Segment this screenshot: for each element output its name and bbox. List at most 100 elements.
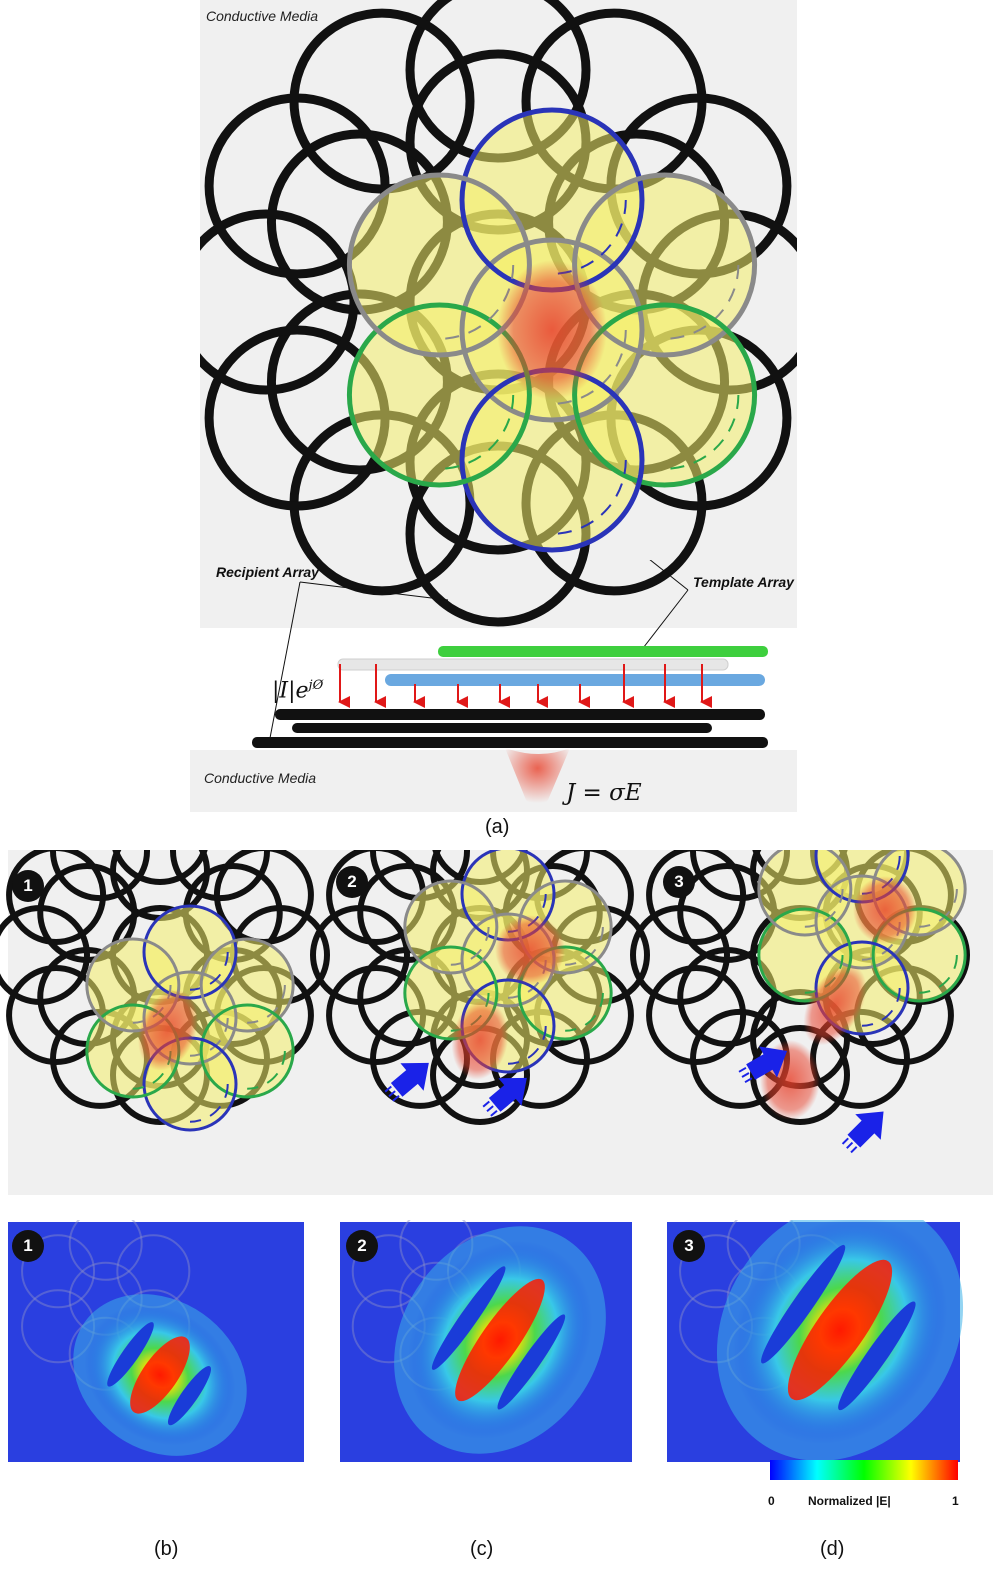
field-null-band: [431, 1266, 506, 1370]
ohms-law-equation: J = σE: [566, 780, 642, 806]
heatmap-coil-outline: [68, 1220, 143, 1281]
current-direction-arrow: [247, 1050, 286, 1090]
template-coil: [572, 302, 758, 488]
template-coil-fill: [349, 175, 530, 355]
caption-a: (a): [485, 816, 510, 838]
green-template-layer: [438, 646, 768, 657]
field-peak: [455, 1278, 545, 1402]
current-direction-arrow: [804, 888, 844, 928]
current-direction-arrow: [450, 926, 490, 966]
current-direction-arrow: [507, 1025, 547, 1065]
heatmap-coil-outline: [21, 1234, 96, 1309]
current-direction-arrow: [919, 888, 958, 928]
template-coil-fill: [574, 175, 755, 355]
template-coil-fill: [404, 881, 497, 973]
recipient-coil: [289, 8, 475, 194]
blue-template-layer: [385, 674, 765, 686]
current-direction-arrow: [664, 264, 740, 340]
template-coil: [403, 879, 499, 975]
current-direction-arrow: [861, 987, 901, 1027]
current-direction-arrow: [247, 984, 286, 1024]
step-badge-2: 2: [336, 866, 368, 898]
focus-spot: [853, 876, 917, 944]
current-direction-arrow: [189, 1017, 229, 1057]
colorbar-title: Normalized |E|: [808, 1494, 891, 1508]
current-direction-arrow: [551, 459, 627, 535]
current-direction-arrow: [919, 954, 958, 994]
template-coil: [757, 850, 853, 937]
template-coil: [403, 945, 499, 1041]
field-null-band: [107, 1322, 154, 1387]
template-callout-line-2: [639, 589, 689, 653]
heatmaps: [8, 1220, 964, 1480]
caption-d: (d): [820, 1538, 845, 1560]
template-coil: [199, 937, 295, 1033]
recipient-callout-line-2: [269, 581, 301, 739]
heatmap-badge-1: 1: [12, 1230, 44, 1262]
template-coil: [199, 1003, 295, 1099]
current-direction-arrow: [664, 394, 740, 470]
heatmap-coil-outline: [351, 1234, 426, 1309]
focus-spot: [451, 1000, 509, 1080]
focus-spot: [803, 964, 867, 1046]
recipient-coil: [310, 905, 410, 1005]
template-coil-fill: [349, 305, 530, 485]
recipient-coil: [112, 850, 208, 885]
heatmap-badge-3: 3: [673, 1230, 705, 1262]
template-coil-fill: [201, 939, 294, 1031]
colorbar: [770, 1460, 958, 1480]
recipient-layer-1: [275, 709, 765, 720]
template-callout-line-3: [649, 560, 689, 591]
field-null-band: [497, 1314, 566, 1410]
gray-template-layer: [337, 658, 729, 671]
current-direction-arrow: [189, 1083, 229, 1123]
current-direction-arrow: [565, 992, 604, 1032]
current-direction-arrow: [189, 951, 229, 991]
colorbar-max-label: 1: [952, 1494, 959, 1508]
current-direction-arrow: [551, 329, 627, 405]
movement-arrow-icon: [384, 1062, 429, 1102]
recipient-layer-2: [292, 723, 712, 733]
conductive-media-bottom-label: Conductive Media: [204, 770, 317, 786]
recipient-coil: [630, 905, 730, 1005]
current-density-cone: [505, 748, 570, 806]
field-peak: [787, 1259, 893, 1401]
template-coil: [346, 172, 532, 358]
focus-spot: [497, 260, 607, 400]
colorbar-min-label: 0: [768, 1494, 775, 1508]
caption-c: (c): [470, 1538, 494, 1560]
template-array-label: Template Array: [693, 574, 794, 590]
template-coil: [85, 937, 181, 1033]
field-null-band: [838, 1301, 916, 1411]
focus-spot: [495, 915, 565, 985]
caption-b: (b): [154, 1538, 179, 1560]
template-coil: [346, 302, 532, 488]
side-view-stack: [252, 560, 768, 806]
panel-a-bottom-background: [190, 750, 797, 812]
movement-arrow-icon: [482, 1077, 527, 1117]
recipient-coil: [200, 209, 359, 395]
recipient-layer-3: [252, 737, 768, 748]
template-coil: [517, 945, 613, 1041]
template-coil: [572, 172, 758, 358]
template-array-coils: [346, 107, 758, 553]
template-coil: [459, 237, 645, 423]
heatmap-badge-2: 2: [346, 1230, 378, 1262]
field-null-band: [761, 1244, 846, 1364]
template-coil: [871, 907, 967, 1003]
recipient-array-label: Recipient Array: [216, 564, 319, 580]
current-direction-arrow: [565, 926, 604, 966]
focus-spot: [138, 989, 198, 1071]
step-badge-3: 3: [663, 866, 695, 898]
recipient-coil: [0, 905, 90, 1005]
field-peak: [130, 1336, 190, 1414]
recipient-coil: [50, 850, 150, 902]
field-null-band: [167, 1366, 212, 1426]
step-badge-1: 1: [12, 870, 44, 902]
conductive-media-top-label: Conductive Media: [206, 8, 319, 24]
recipient-coil: [646, 965, 747, 1065]
template-coil: [757, 907, 853, 1003]
recipient-callout-line-1: [299, 581, 449, 601]
current-direction-arrow: [439, 394, 515, 470]
current-expression: |I|ejØ: [272, 678, 324, 704]
